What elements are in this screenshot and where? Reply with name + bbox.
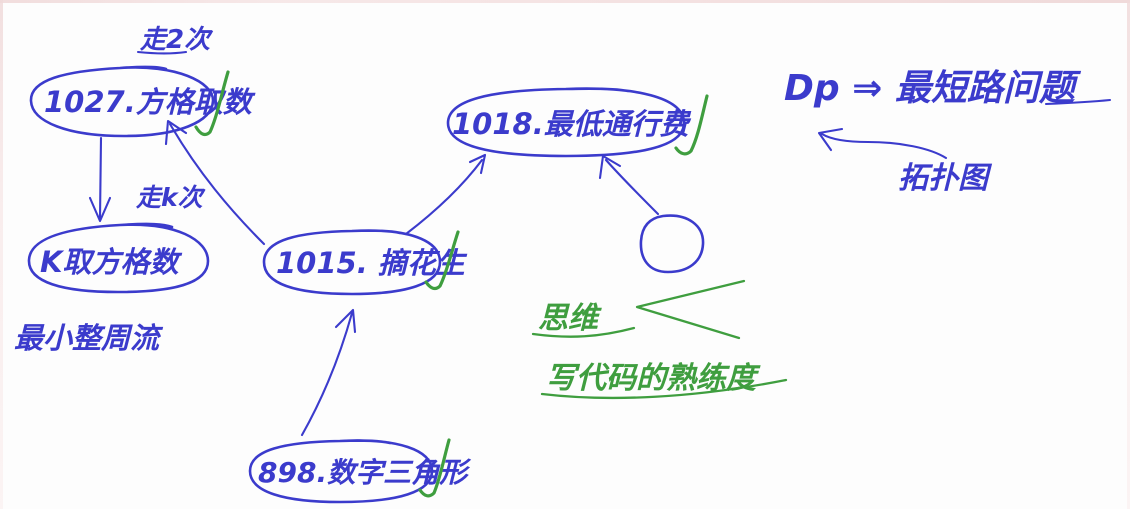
node-1018-label: 1018.最低通行费 xyxy=(452,107,692,141)
node-1027-annotation-underline xyxy=(136,50,188,55)
node-blank-oval-shape xyxy=(639,214,705,274)
edge-1015-to-1027 xyxy=(164,119,266,246)
text-thinking-underline xyxy=(531,326,636,338)
scan-edge-left xyxy=(0,0,3,509)
node-k-grid-label: K取方格数 xyxy=(40,245,182,279)
edge-1027-to-kgrid xyxy=(88,136,112,223)
node-1015-checkmark xyxy=(424,230,460,291)
node-1027[interactable]: 1027.方格取数 走2次 xyxy=(29,25,256,138)
text-dp-shortest-path: Dp ⇒ 最短路问题 xyxy=(784,68,1082,109)
node-blank-oval[interactable] xyxy=(639,214,705,274)
text-topological-graph-group: 拓扑图 xyxy=(898,161,993,196)
edge-topo-to-dp-curve xyxy=(820,132,948,160)
text-thinking: 思维 xyxy=(538,301,602,336)
edge-blankoval-to-1018-line xyxy=(604,158,660,216)
edge-blankoval-to-1018 xyxy=(598,154,660,216)
edge-topo-to-dp xyxy=(817,127,948,160)
edge-1015-to-1027-arrowhead xyxy=(164,119,188,146)
text-dp-underline xyxy=(1044,98,1112,106)
node-k-grid-annotation: 走k次 xyxy=(135,183,206,212)
edge-898-to-1015 xyxy=(300,308,357,437)
green-bracket-shape xyxy=(635,279,746,340)
node-1018[interactable]: 1018.最低通行费 xyxy=(446,87,709,158)
edge-1015-to-1018 xyxy=(404,153,487,236)
scan-edge-top xyxy=(0,0,1130,3)
node-1027-checkmark xyxy=(194,70,230,137)
text-thinking-group: 思维 xyxy=(531,301,636,338)
edge-898-to-1015-arrowhead xyxy=(334,308,357,334)
green-angle-bracket xyxy=(635,279,746,340)
edge-blankoval-to-1018-arrowhead xyxy=(598,154,622,180)
node-k-grid-ellipse xyxy=(27,222,210,294)
node-1018-ellipse xyxy=(446,87,686,158)
text-dp-shortest-path-group: Dp ⇒ 最短路问题 xyxy=(784,68,1112,109)
text-min-cost-flow: 最小整周流 xyxy=(14,321,164,355)
scan-edge-right xyxy=(1127,0,1130,509)
edge-898-to-1015-line xyxy=(300,311,354,437)
text-topological-graph: 拓扑图 xyxy=(898,161,993,196)
text-coding-proficiency-group: 写代码的熟练度 xyxy=(540,361,788,400)
node-1015-label: 1015. 摘花生 xyxy=(276,246,468,280)
node-1015[interactable]: 1015. 摘花生 xyxy=(262,229,468,296)
node-1027-annotation: 走2次 xyxy=(139,25,214,55)
node-898[interactable]: 898.数字三角形 xyxy=(248,438,472,504)
node-1027-ellipse xyxy=(29,65,215,138)
edge-1027-to-kgrid-arrowhead xyxy=(88,196,112,223)
edge-1015-to-1027-line xyxy=(168,122,266,246)
edge-topo-to-dp-arrowhead xyxy=(817,127,844,152)
node-1015-ellipse xyxy=(262,229,442,296)
edge-1015-to-1018-line xyxy=(404,158,484,236)
edge-1027-to-kgrid-line xyxy=(98,136,103,220)
text-min-cost-flow-group: 最小整周流 xyxy=(14,321,164,355)
edge-1015-to-1018-arrowhead xyxy=(468,153,487,175)
node-898-checkmark xyxy=(418,438,451,498)
node-898-ellipse xyxy=(248,439,434,504)
node-1018-checkmark xyxy=(674,94,709,156)
text-coding-proficiency-underline xyxy=(540,378,788,400)
node-k-grid[interactable]: K取方格数 走k次 xyxy=(27,183,210,294)
